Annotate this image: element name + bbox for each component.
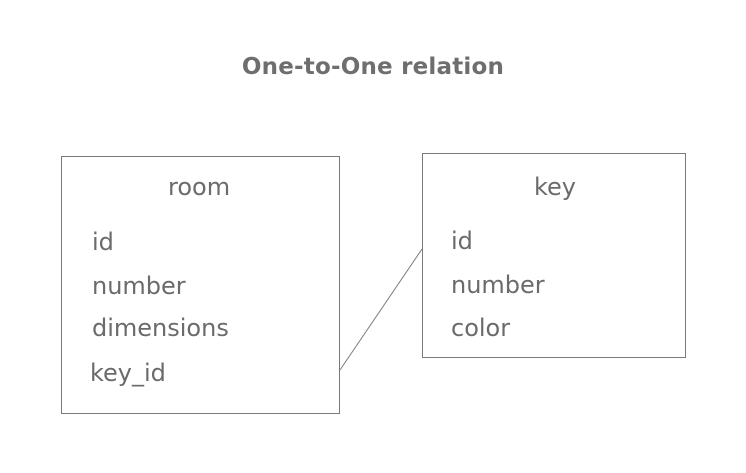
room-field-id: id <box>92 228 114 256</box>
room-field-number: number <box>92 272 186 300</box>
entity-key: key id number color <box>422 153 686 358</box>
relation-line <box>339 248 423 371</box>
room-field-dimensions: dimensions <box>92 314 229 342</box>
diagram-title: One-to-One relation <box>241 54 505 80</box>
room-field-key-id: key_id <box>90 359 166 387</box>
entity-key-name: key <box>534 173 577 201</box>
entity-room: room id number dimensions key_id <box>61 156 340 414</box>
key-field-number: number <box>451 271 545 299</box>
entity-room-name: room <box>168 173 231 201</box>
key-field-id: id <box>451 227 473 255</box>
key-field-color: color <box>451 314 511 342</box>
